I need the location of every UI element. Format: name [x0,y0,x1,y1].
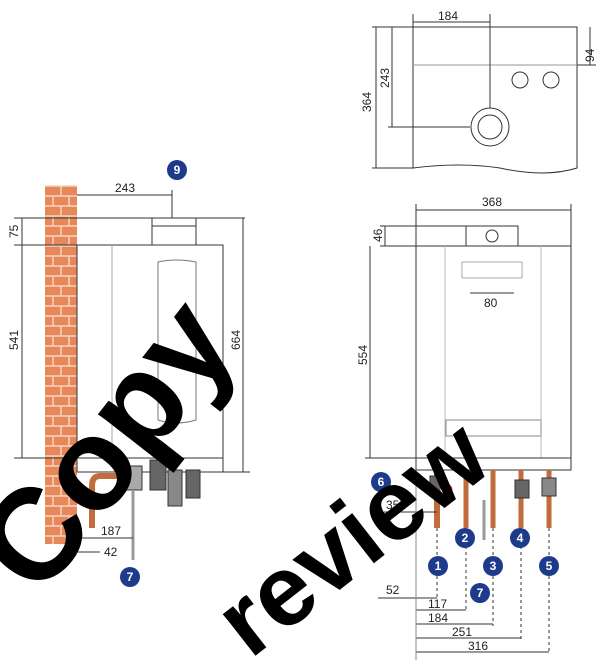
dim-front-width: 368 [482,195,502,209]
callout-1: 1 [428,556,448,576]
dim-front-316: 316 [468,639,488,653]
svg-text:7: 7 [127,570,134,584]
front-bracket [461,261,523,279]
top-flue-inner [477,114,503,140]
dim-front-184: 184 [428,611,448,625]
svg-text:4: 4 [517,531,524,545]
front-view [365,204,572,660]
dim-top-depth-mid: 243 [378,68,392,88]
top-view [372,14,596,174]
dim-front-251: 251 [452,625,472,639]
dim-side-height: 541 [7,330,21,350]
callout-6: 6 [371,472,391,492]
dim-side-flue-offset: 243 [115,181,135,195]
side-view [14,190,250,560]
svg-text:9: 9 [174,163,181,177]
svg-text:1: 1 [435,559,442,573]
top-view-outline [412,26,578,174]
callout-3: 3 [483,556,503,576]
callout-7-front: 7 [470,583,490,603]
dim-top-right: 94 [583,48,597,62]
dim-front-top-gap: 46 [371,228,385,242]
dim-front-117: 117 [428,597,447,611]
top-port-left [511,71,529,89]
svg-text:2: 2 [462,531,469,545]
side-boiler-body [76,244,224,459]
svg-text:3: 3 [490,559,497,573]
side-flue [151,217,197,246]
top-port-right [542,71,560,89]
callout-2: 2 [455,528,475,548]
svg-text:5: 5 [546,559,553,573]
front-flue [465,225,519,247]
dim-front-35: 35 [386,498,400,512]
dim-front-height: 554 [356,345,370,365]
callout-4: 4 [510,528,530,548]
callout-9: 9 [167,160,187,180]
dim-side-bottom-42: 42 [104,545,118,559]
dim-side-bottom-187: 187 [101,524,121,538]
brick-wall [45,185,77,544]
dim-side-top: 75 [7,224,21,238]
callout-5: 5 [539,556,559,576]
svg-text:6: 6 [378,475,385,489]
dim-front-bracket: 80 [484,296,498,310]
dim-top-width: 184 [438,9,458,23]
dim-top-depth-total: 364 [360,92,374,112]
side-copper-pipe [89,473,128,528]
svg-text:7: 7 [477,586,484,600]
callout-7-side: 7 [120,567,140,587]
dim-side-total-height: 664 [229,330,243,350]
dim-front-52: 52 [386,583,400,597]
